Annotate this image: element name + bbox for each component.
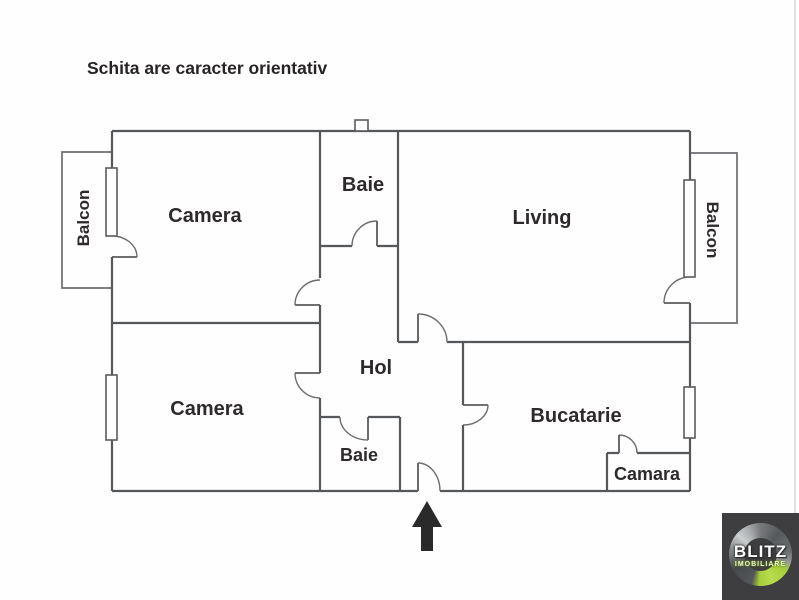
door-bucatarie bbox=[462, 404, 489, 426]
door-living bbox=[417, 313, 448, 343]
vent-baie-top bbox=[354, 119, 369, 132]
label-bucatarie: Bucatarie bbox=[530, 405, 621, 427]
label-camera-bottom: Camera bbox=[170, 398, 244, 420]
outer-walls bbox=[110, 129, 692, 493]
door-baie-top bbox=[351, 220, 378, 247]
window-camera-bottom bbox=[105, 374, 118, 441]
blitz-brand-text: BLITZ bbox=[733, 542, 788, 561]
scan-edge-line bbox=[794, 0, 796, 513]
interior-walls bbox=[112, 131, 690, 491]
door-baie-bottom bbox=[339, 416, 369, 441]
balcony-left-outline bbox=[61, 151, 112, 289]
window-camera-top bbox=[105, 167, 118, 237]
blitz-ring-hole bbox=[744, 538, 777, 571]
door-camera-bottom bbox=[294, 372, 321, 399]
blitz-logo: BLITZ IMOBILIARE bbox=[722, 513, 799, 600]
room-labels: Camera Baie Living Camera Hol Baie Bucat… bbox=[74, 174, 722, 484]
label-baie-bottom: Baie bbox=[340, 445, 378, 465]
blitz-logo-text: BLITZ IMOBILIARE bbox=[722, 543, 799, 568]
blitz-tagline-text: IMOBILIARE bbox=[734, 561, 787, 568]
door-balcon-left bbox=[111, 235, 138, 258]
windows bbox=[105, 119, 696, 441]
label-balcon-left: Balcon bbox=[74, 190, 93, 247]
label-camara: Camara bbox=[614, 464, 681, 484]
label-camera-top: Camera bbox=[168, 205, 242, 227]
window-bucatarie bbox=[683, 386, 696, 439]
door-camera-top bbox=[294, 279, 321, 306]
label-living: Living bbox=[513, 207, 572, 229]
blitz-ring-icon bbox=[729, 523, 792, 586]
disclaimer-text: Schita are caracter orientativ bbox=[87, 58, 328, 78]
label-baie-top: Baie bbox=[342, 174, 384, 196]
door-balcon-right bbox=[663, 276, 691, 304]
balcony-right-outline bbox=[690, 152, 738, 324]
entrance-arrow-icon bbox=[412, 501, 442, 551]
doors bbox=[111, 220, 691, 492]
label-hol: Hol bbox=[360, 357, 392, 379]
wall-camara bbox=[605, 451, 690, 491]
balconies bbox=[61, 151, 738, 324]
window-living bbox=[683, 179, 696, 278]
door-camara bbox=[618, 434, 638, 454]
door-entrance bbox=[417, 462, 441, 492]
label-balcon-right: Balcon bbox=[703, 202, 722, 259]
